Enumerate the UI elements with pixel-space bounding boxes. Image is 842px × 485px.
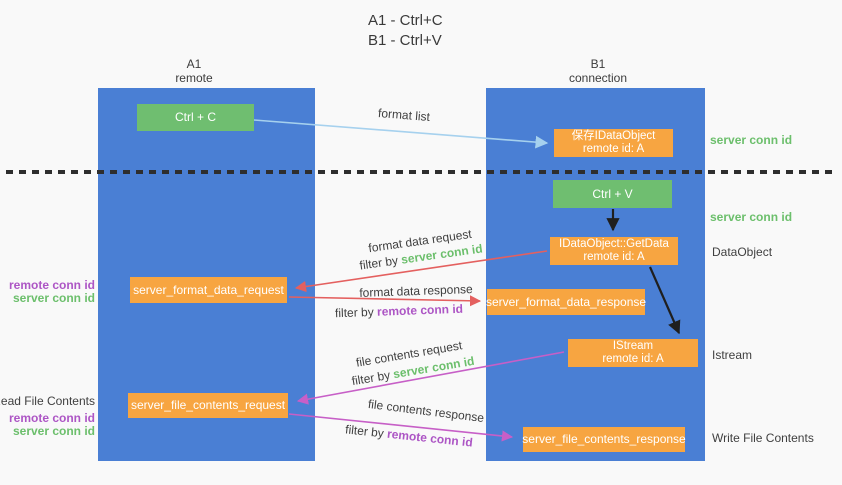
- node-getdata-line1: IDataObject::GetData: [559, 238, 669, 250]
- lane-b1-role: connection: [568, 71, 628, 85]
- label-server-conn-id-mid-right: server conn id: [710, 210, 793, 224]
- node-format-request-label: server_format_data_request: [133, 282, 284, 297]
- arrow-label-format-data-response: format data response: [359, 282, 473, 300]
- arrow-label-file-contents-response: file contents response: [367, 396, 485, 426]
- label-server-conn-id-bottom-left: server conn id: [12, 424, 95, 438]
- label-dataobject: DataObject: [712, 245, 773, 259]
- title-line-2: B1 - Ctrl+V: [368, 32, 442, 49]
- lane-header-a1: A1 remote: [134, 57, 254, 85]
- arrow-label-format-list: format list: [377, 105, 431, 125]
- dotted-divider-line: [6, 170, 838, 174]
- title-line-1: A1 - Ctrl+C: [368, 12, 443, 29]
- filter-by-text: filter by: [350, 367, 395, 389]
- filter-key-remote-conn-id: remote conn id: [386, 426, 474, 450]
- label-server-conn-id-top-left: server conn id: [12, 291, 95, 305]
- node-save-idataobject: 保存IDataObject remote id: A: [554, 129, 673, 157]
- node-server-format-data-request: server_format_data_request: [130, 277, 287, 303]
- label-remote-conn-id-bottom-left: remote conn id: [8, 411, 95, 425]
- lane-a1-name: A1: [186, 57, 202, 71]
- label-write-file-contents: Write File Contents: [712, 431, 814, 445]
- node-istream: IStream remote id: A: [568, 339, 698, 367]
- node-idataobject-getdata: IDataObject::GetData remote id: A: [550, 237, 678, 265]
- label-istream: Istream: [712, 348, 753, 362]
- node-ctrl-v: Ctrl + V: [553, 180, 672, 208]
- arrow-label-file-contents-response-filter: filter by remote conn id: [345, 422, 474, 449]
- filter-by-text: filter by: [358, 252, 403, 273]
- filter-key-remote-conn-id: remote conn id: [376, 301, 464, 319]
- filter-by-text: filter by: [344, 422, 388, 441]
- label-read-file-contents: Read File Contents: [0, 394, 95, 408]
- node-server-file-contents-request: server_file_contents_request: [128, 393, 288, 418]
- label-remote-conn-id-top-left: remote conn id: [8, 278, 95, 292]
- node-ctrl-c-label: Ctrl + C: [174, 110, 216, 124]
- label-group-file-conn-ids: remote conn id server conn id: [9, 412, 95, 438]
- lane-a1-role: remote: [175, 71, 213, 85]
- node-save-idataobject-line2: remote id: A: [582, 143, 645, 155]
- node-ctrl-c: Ctrl + C: [137, 104, 254, 131]
- node-server-format-data-response: server_format_data_response: [485, 289, 647, 315]
- filter-by-text: filter by: [334, 304, 378, 321]
- lane-header-b1: B1 connection: [538, 57, 658, 85]
- node-file-response-label: server_file_contents_response: [522, 432, 686, 446]
- node-istream-line1: IStream: [612, 340, 654, 352]
- node-ctrl-v-label: Ctrl + V: [592, 186, 633, 201]
- arrow-label-format-data-response-filter: filter by remote conn id: [335, 302, 463, 320]
- lane-b1-name: B1: [590, 57, 606, 71]
- node-getdata-line2: remote id: A: [583, 251, 645, 263]
- node-server-file-contents-response: server_file_contents_response: [522, 427, 686, 452]
- node-istream-line2: remote id: A: [602, 353, 664, 365]
- node-format-response-label: server_format_data_response: [485, 294, 647, 309]
- label-group-format-conn-ids: remote conn id server conn id: [9, 279, 95, 305]
- node-save-idataobject-line1: 保存IDataObject: [571, 130, 656, 142]
- diagram-title: A1 - Ctrl+C B1 - Ctrl+V: [368, 11, 443, 51]
- node-file-request-label: server_file_contents_request: [130, 398, 286, 412]
- label-server-conn-id-top-right: server conn id: [710, 133, 793, 147]
